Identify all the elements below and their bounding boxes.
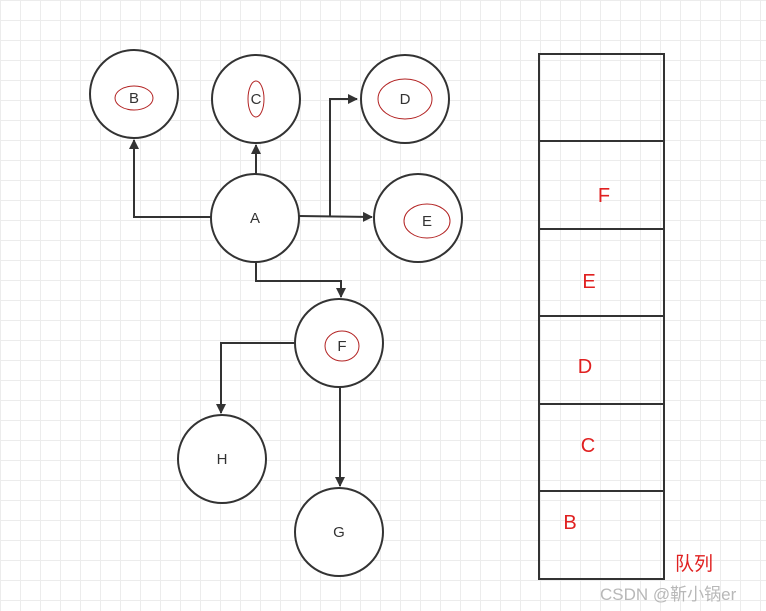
tree-nodes: A B C D E F G H — [89, 49, 463, 577]
node-e: E — [373, 173, 463, 263]
node-circle — [373, 173, 463, 263]
queue-title: 队列 — [675, 553, 713, 575]
node-circle — [294, 298, 384, 388]
node-a: A — [210, 173, 300, 263]
node-label: E — [422, 213, 432, 230]
edge-a-e — [298, 211, 373, 222]
queue-cell-label: C — [581, 435, 595, 457]
node-h: H — [177, 414, 267, 504]
queue: F E D C B 队列 — [538, 53, 713, 580]
visited-marker — [247, 80, 265, 118]
queue-cell-label: D — [578, 356, 592, 378]
node-label: F — [337, 338, 346, 355]
node-label: H — [217, 451, 228, 468]
edge-a-b — [129, 139, 211, 218]
node-circle — [360, 54, 450, 144]
node-circle — [294, 487, 384, 577]
queue-cell-label: F — [598, 185, 610, 207]
queue-cell-label: E — [582, 271, 595, 293]
tree-edges — [129, 94, 373, 487]
edge-a-d — [329, 94, 358, 217]
node-b: B — [89, 49, 179, 139]
node-circle — [89, 49, 179, 139]
node-label: B — [129, 90, 139, 107]
node-label: G — [333, 524, 345, 541]
visited-marker — [324, 330, 360, 362]
node-circle — [211, 54, 301, 144]
visited-marker — [114, 85, 154, 111]
node-g: G — [294, 487, 384, 577]
node-c: C — [211, 54, 301, 144]
watermark: CSDN @靳小锅er — [600, 585, 737, 604]
edge-a-f — [255, 262, 346, 298]
visited-marker — [403, 203, 451, 239]
visited-marker — [377, 78, 433, 120]
node-label: A — [250, 210, 260, 227]
node-f: F — [294, 298, 384, 388]
edge-f-h — [216, 342, 295, 414]
node-label: C — [251, 91, 262, 108]
queue-cell-label: B — [563, 512, 576, 534]
node-circle — [210, 173, 300, 263]
node-circle — [177, 414, 267, 504]
node-label: D — [400, 91, 411, 108]
node-d: D — [360, 54, 450, 144]
